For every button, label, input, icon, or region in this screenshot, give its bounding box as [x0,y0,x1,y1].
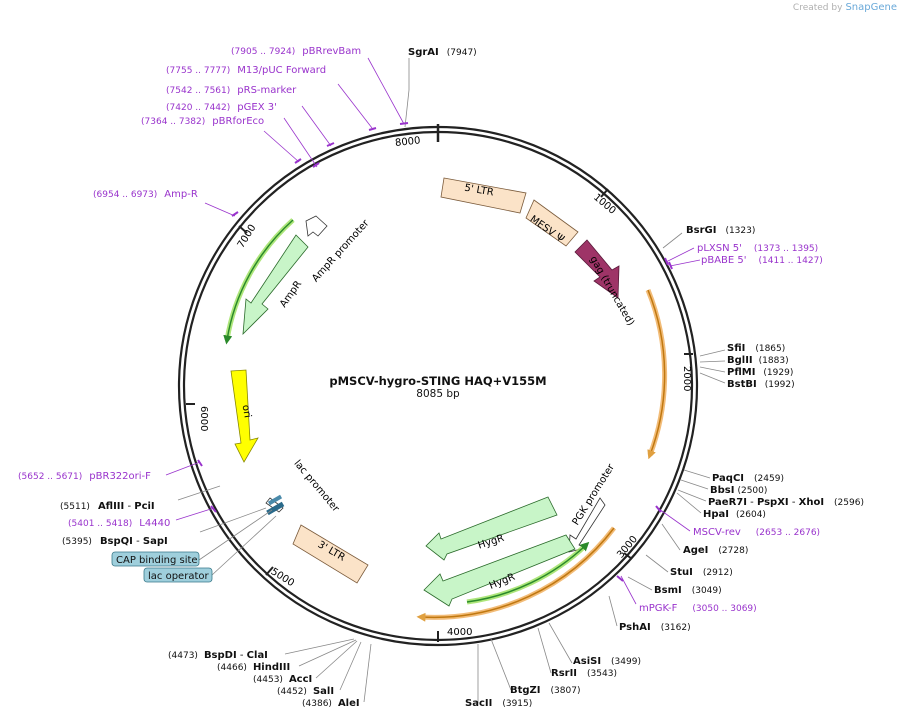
primer-pbabe-5: pBABE 5'(1411 .. 1427) [701,255,823,266]
site-bsmi: BsmI(3049) [654,585,722,596]
site-paqci: PaqCI(2459) [712,473,784,484]
orfs [223,218,668,622]
site-pshai: PshAI(3162) [619,622,691,633]
credit-prefix: Created by [792,2,843,13]
feature-5ltr-label: 5' LTR [463,183,494,199]
site-bspqi: (5395)BspQI - SapI [62,536,168,547]
primer-marks [197,122,673,582]
feature-5ltr [440,177,527,214]
site-sfii: SfiI(1865) [727,343,785,354]
site-acci: (4453)AccI [253,674,312,685]
feature-hygr-1 [425,496,558,561]
feature-gag [574,239,620,299]
orf-orange-1-line [647,289,666,460]
primer-prs-marker: (7542 .. 7561)pRS-marker [166,85,297,96]
feature-gag-label: gag (truncated) [587,254,636,328]
site-alei: (4386)AleI [302,698,360,709]
lac-operator-box [143,567,213,583]
site-pflmi: PflMI(1929) [727,367,793,378]
snapgene-credit: Created by SnapGene [793,2,897,13]
primers: (7905 .. 7924)pBRrevBam (7755 .. 7777)M1… [18,46,823,614]
feature-ori-label: ori [240,404,253,419]
primer-m13-puc-forward: (7755 .. 7777)M13/pUC Forward [166,65,326,76]
site-paer7i: PaeR7I - PspXI - XhoI(2596) [708,497,864,508]
feature-ori [230,369,259,463]
tick-label: 8000 [395,135,421,149]
site-hindiii: (4466)HindIII [217,662,290,673]
primer-plxsn-5: pLXSN 5'(1373 .. 1395) [697,243,818,254]
tick-label: 6000 [198,406,209,431]
feature-ampr-label: AmpR [278,279,304,310]
site-agei: AgeI(2728) [683,545,748,556]
plasmid-size: 8085 bp [416,388,460,400]
primer-l4440: (5401 .. 5418)L4440 [68,518,170,529]
primer-mscv-rev: MSCV-rev(2653 .. 2676) [693,527,820,538]
tick-label: 2000 [681,366,692,391]
site-sacii: SacII(3915) [465,698,532,709]
orf-green-1-line [223,219,294,345]
site-stui: StuI(2912) [670,567,733,578]
orf-green-2-line [466,541,590,603]
feature-hygr-2 [423,534,576,607]
cap-site-bar [267,494,283,506]
snapgene-brand: SnapGene [845,2,897,13]
feature-3ltr [292,524,369,584]
cap-binding-site-box [111,551,200,567]
primer-mpgk-f: mPGK-F(3050 .. 3069) [639,603,757,614]
cap-binding-site-label: CAP binding site [116,555,198,566]
orf-green-1 [224,218,295,341]
feature-ampr [242,234,309,336]
feature-ampr-promoter [305,215,328,237]
primer-amp-r: (6954 .. 6973)Amp-R [93,189,198,200]
site-sgrai: SgrAI(7947) [408,47,477,58]
site-bstbi: BstBI(1992) [727,379,795,390]
feature-mesv [525,199,579,247]
site-bglii: BglII(1883) [727,355,789,366]
restriction-sites: SgrAI(7947) BsrGI(1323) SfiI(1865) BglII… [60,47,864,709]
feature-lac-promoter-label: lac promoter [291,458,341,515]
site-bbsi: BbsI(2500) [710,485,767,496]
primer-pbrforeco: (7364 .. 7382)pBRforEco [141,116,264,127]
lac-operator-bar [266,501,285,516]
site-afliii: (5511)AflIII - PciI [60,501,155,512]
tick-label: 4000 [447,627,472,638]
site-asisi: AsiSI(3499) [573,656,641,667]
plasmid-name: pMSCV-hygro-STING HAQ+V155M [329,374,546,388]
primer-pgex-3: (7420 .. 7442)pGEX 3' [166,102,277,113]
primer-pbrrevbam: (7905 .. 7924)pBRrevBam [231,46,361,57]
site-leaders [177,58,726,703]
site-bspdi: (4473)BspDI - ClaI [168,650,268,661]
primer-pbr322ori-f: (5652 .. 5671)pBR322ori-F [18,471,151,482]
orf-orange-2-line [416,527,615,622]
site-bsrgi: BsrGI(1323) [686,225,755,236]
site-btgzi: BtgZI(3807) [510,685,580,696]
boxed-features: CAP binding site lac operator [111,509,277,583]
primer-leaders [165,57,701,605]
lac-operator-label: lac operator [148,571,209,582]
site-hpai: HpaI(2604) [703,509,766,520]
site-rsrii: RsrII(3543) [551,668,617,679]
site-sali: (4452)SalI [277,686,334,697]
